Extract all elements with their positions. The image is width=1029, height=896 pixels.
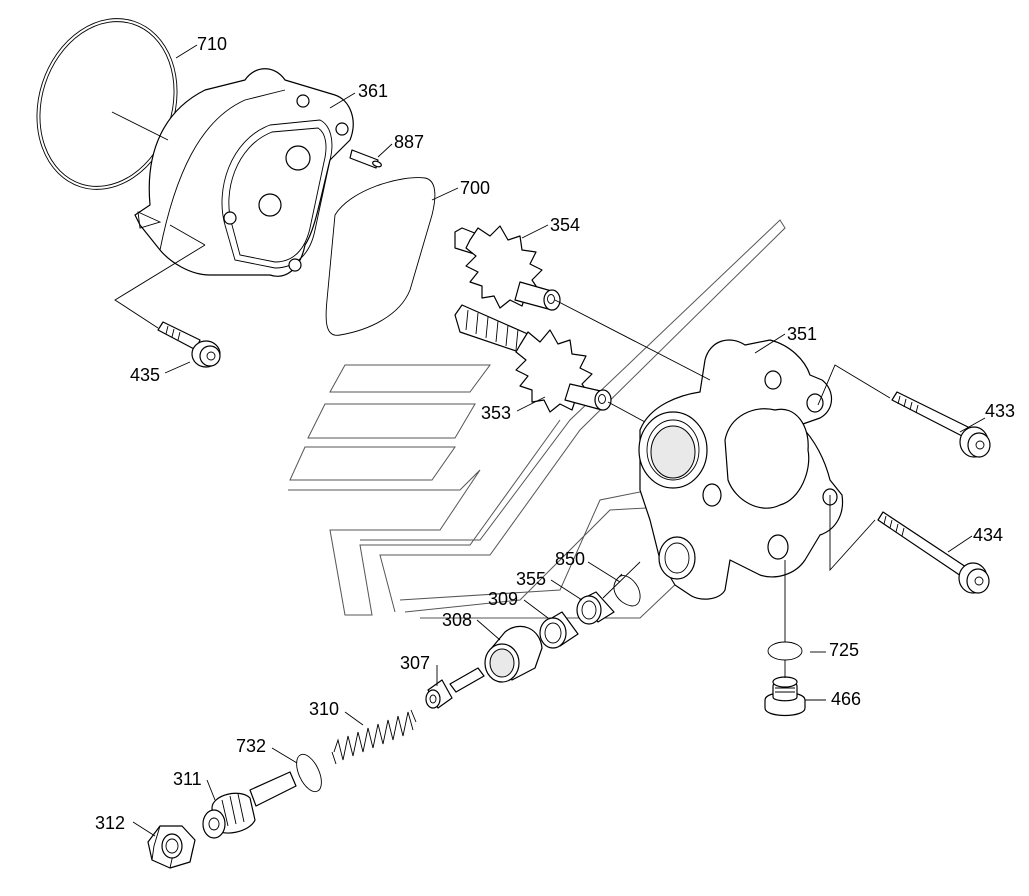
callout-434: 434 bbox=[973, 525, 1003, 545]
part-307-poppet bbox=[425, 667, 485, 709]
part-434-long-bolt bbox=[877, 511, 990, 594]
callout-435: 435 bbox=[130, 365, 160, 385]
part-354-driven-gear bbox=[454, 225, 561, 311]
part-700-gasket bbox=[325, 177, 436, 336]
callout-361: 361 bbox=[358, 81, 388, 101]
callout-355: 355 bbox=[516, 569, 546, 589]
part-361-pump-cover bbox=[134, 68, 354, 277]
part-353-drive-gear bbox=[454, 304, 612, 413]
callout-710: 710 bbox=[197, 34, 227, 54]
callout-310: 310 bbox=[309, 699, 339, 719]
part-850-snap-ring bbox=[613, 573, 641, 607]
callout-309: 309 bbox=[488, 589, 518, 609]
part-725-o-ring bbox=[767, 641, 803, 661]
callout-311: 311 bbox=[173, 769, 202, 789]
part-309-sleeve bbox=[539, 611, 579, 649]
callout-351: 351 bbox=[787, 324, 817, 344]
callout-725: 725 bbox=[829, 640, 859, 660]
part-887-dowel-pin bbox=[349, 149, 382, 169]
callout-700: 700 bbox=[460, 178, 490, 198]
part-435-bolt bbox=[157, 321, 221, 368]
part-311-adjusting-screw bbox=[202, 771, 297, 839]
callout-850: 850 bbox=[555, 549, 585, 569]
callout-433: 433 bbox=[985, 401, 1015, 421]
callout-732: 732 bbox=[236, 736, 266, 756]
leader-lines bbox=[111, 44, 986, 837]
watermark-logo bbox=[288, 219, 786, 619]
callout-466: 466 bbox=[831, 689, 861, 709]
part-433-long-bolt bbox=[891, 391, 991, 458]
callout-312: 312 bbox=[95, 813, 125, 833]
part-308-piston bbox=[484, 625, 543, 683]
part-355-bearing bbox=[576, 591, 615, 625]
part-351-pump-body bbox=[638, 339, 844, 600]
callout-354: 354 bbox=[550, 215, 580, 235]
part-310-spring bbox=[331, 709, 417, 765]
callout-labels: 710 361 887 700 354 351 435 353 433 434 … bbox=[95, 34, 1015, 833]
part-466-plug bbox=[764, 676, 806, 717]
part-732-o-ring bbox=[296, 753, 322, 793]
callout-308: 308 bbox=[442, 610, 472, 630]
callout-887: 887 bbox=[394, 132, 424, 152]
callout-353: 353 bbox=[481, 403, 511, 423]
part-312-hex-nut bbox=[147, 825, 196, 869]
callout-307: 307 bbox=[400, 653, 430, 673]
